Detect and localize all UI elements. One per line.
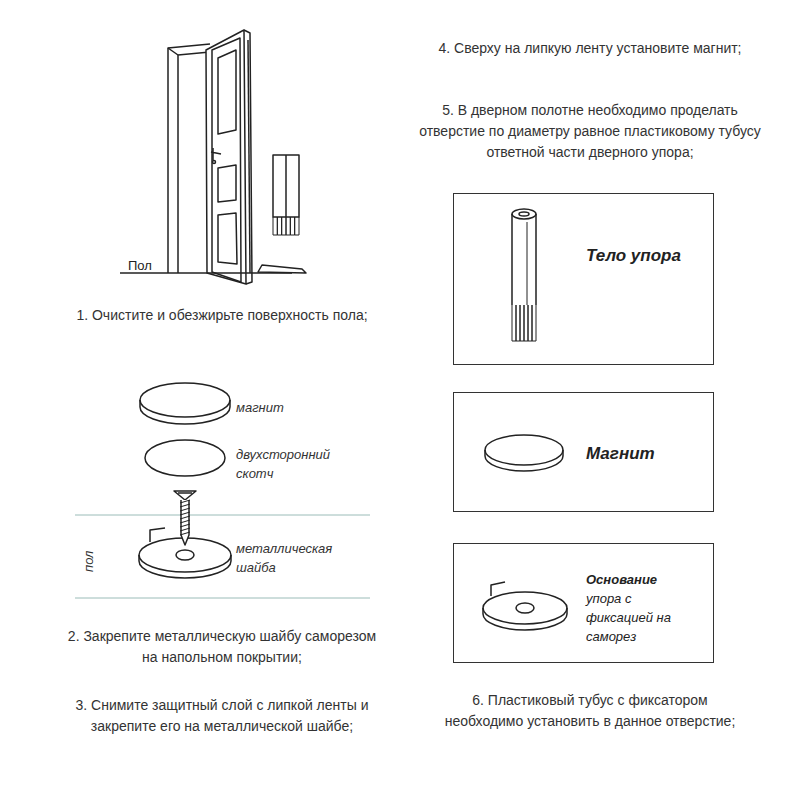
part-description: упора с фиксацией на саморез: [586, 589, 686, 646]
part-box: Тело упора: [453, 193, 714, 365]
part-label: двухсторонний скотч: [236, 445, 366, 483]
step-text: 2. Закрепите металлическую шайбу саморез…: [62, 626, 382, 668]
step-text: 1. Очистите и обезжирьте поверхность пол…: [62, 305, 382, 326]
floor-label: пол: [79, 542, 98, 572]
part-name: Тело упора: [586, 244, 706, 268]
part-name: Магнит: [586, 442, 706, 466]
part-box: Основаниеупора с фиксацией на саморез: [453, 543, 714, 663]
step-text: 6. Пластиковый тубус с фиксатором необхо…: [432, 690, 748, 732]
step-text: 3. Снимите защитный слой с липкой ленты …: [52, 695, 392, 737]
step-text: 4. Сверху на липкую ленту установите маг…: [425, 38, 755, 59]
door-illustration: [120, 30, 306, 284]
part-pictures: [483, 209, 567, 630]
part-label: магнит: [236, 398, 356, 417]
exploded-view: [75, 383, 370, 598]
part-box: Магнит: [453, 392, 714, 512]
part-name: Основание: [586, 570, 706, 589]
step-text: 5. В дверном полотне необходимо проделат…: [415, 100, 765, 163]
floor-label: Пол: [128, 257, 168, 274]
part-label: металлическая шайба: [236, 539, 366, 577]
